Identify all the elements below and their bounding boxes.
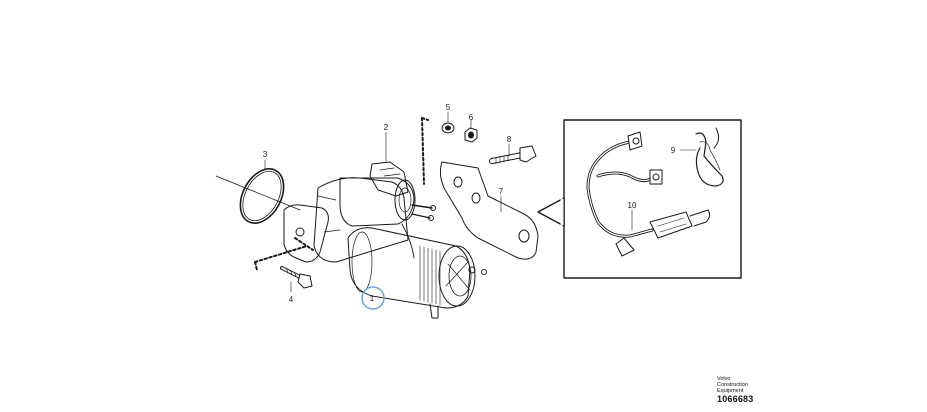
wiring-harness-part-10[interactable]	[586, 131, 711, 257]
callout-9: 9	[671, 146, 676, 155]
callout-4: 4	[289, 295, 294, 304]
callout-labels: 1 2 3 4 5 6 7 8 9 10	[263, 103, 676, 304]
callout-leaders	[264, 111, 697, 293]
callout-5: 5	[446, 103, 451, 112]
callout-3: 3	[263, 150, 268, 159]
nut-part-6[interactable]	[464, 127, 478, 143]
callout-8: 8	[507, 135, 512, 144]
o-ring-part-3[interactable]	[215, 161, 301, 230]
callout-7: 7	[499, 187, 504, 196]
drawing-footer: Volvo Construction Equipment 1066683	[717, 376, 761, 404]
callout-1: 1	[370, 294, 375, 303]
cable-tie-part-9[interactable]	[695, 127, 724, 187]
callout-10: 10	[628, 201, 637, 210]
bracket-part-7[interactable]	[439, 161, 539, 260]
detail-box	[537, 119, 742, 279]
washer-part-5[interactable]	[441, 122, 455, 134]
starter-motor-part-1[interactable]	[283, 161, 487, 319]
callout-6: 6	[469, 113, 474, 122]
bolt-center-line-4	[254, 237, 314, 271]
callout-2: 2	[384, 123, 389, 132]
bolt-part-8[interactable]	[489, 145, 537, 165]
bolt-part-4[interactable]	[280, 266, 313, 289]
callout-1-highlight[interactable]	[361, 286, 385, 310]
drawing-number: 1066683	[717, 394, 754, 404]
nut-center-line-5-6	[421, 117, 429, 185]
manufacturer-name: Volvo Construction Equipment	[717, 376, 748, 394]
